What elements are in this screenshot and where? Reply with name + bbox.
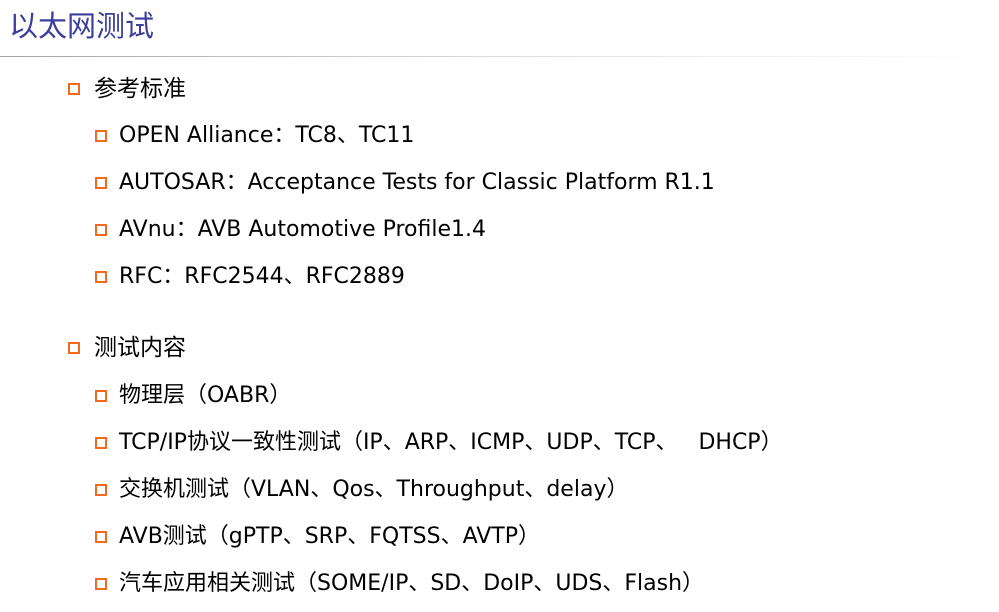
hollow-square-icon	[95, 270, 107, 283]
hollow-square-icon	[95, 389, 107, 402]
list-item-text: AUTOSAR：Acceptance Tests for Classic Pla…	[119, 169, 715, 195]
section-label: 测试内容	[94, 335, 186, 361]
title-divider	[0, 56, 999, 57]
list-item: 汽车应用相关测试（SOME/IP、SD、DoIP、UDS、Flash）	[95, 560, 988, 607]
list-item: OPEN Alliance：TC8、TC11	[95, 112, 988, 159]
hollow-square-icon	[95, 530, 107, 543]
hollow-square-icon	[68, 83, 80, 95]
hollow-square-icon	[95, 129, 107, 142]
list-item: AVnu：AVB Automotive Profile1.4	[95, 206, 988, 253]
section-test-content: 测试内容 物理层（OABR） TCP/IP协议一致性测试（IP、ARP、ICMP…	[68, 328, 988, 607]
section-heading: 测试内容	[68, 328, 988, 368]
slide-title: 以太网测试	[9, 9, 155, 43]
hollow-square-icon	[95, 223, 107, 236]
list-item-text: OPEN Alliance：TC8、TC11	[119, 122, 415, 148]
list-item-text: AVB测试（gPTP、SRP、FQTSS、AVTP）	[119, 523, 540, 549]
list-item: 交换机测试（VLAN、Qos、Throughput、delay）	[95, 466, 988, 513]
list-item: AVB测试（gPTP、SRP、FQTSS、AVTP）	[95, 513, 988, 560]
section-label: 参考标准	[94, 76, 186, 102]
list-item: TCP/IP协议一致性测试（IP、ARP、ICMP、UDP、TCP、 DHCP）	[95, 419, 988, 466]
hollow-square-icon	[95, 436, 107, 449]
hollow-square-icon	[95, 176, 107, 189]
section-heading: 参考标准	[68, 69, 988, 109]
hollow-square-icon	[95, 577, 107, 590]
list-item-text: RFC：RFC2544、RFC2889	[119, 263, 405, 289]
list-item: RFC：RFC2544、RFC2889	[95, 253, 988, 300]
list-item-text: AVnu：AVB Automotive Profile1.4	[119, 216, 487, 242]
bullet-list: 物理层（OABR） TCP/IP协议一致性测试（IP、ARP、ICMP、UDP、…	[68, 372, 988, 607]
list-item-text: 交换机测试（VLAN、Qos、Throughput、delay）	[119, 476, 629, 502]
list-item-text: TCP/IP协议一致性测试（IP、ARP、ICMP、UDP、TCP、 DHCP）	[119, 429, 783, 455]
bullet-list: OPEN Alliance：TC8、TC11 AUTOSAR：Acceptanc…	[68, 112, 988, 300]
list-item-text: 汽车应用相关测试（SOME/IP、SD、DoIP、UDS、Flash）	[119, 570, 705, 596]
hollow-square-icon	[68, 342, 80, 354]
list-item: 物理层（OABR）	[95, 372, 988, 419]
hollow-square-icon	[95, 483, 107, 496]
section-reference-standards: 参考标准 OPEN Alliance：TC8、TC11 AUTOSAR：Acce…	[68, 69, 988, 300]
list-item-text: 物理层（OABR）	[119, 382, 292, 408]
list-item: AUTOSAR：Acceptance Tests for Classic Pla…	[95, 159, 988, 206]
